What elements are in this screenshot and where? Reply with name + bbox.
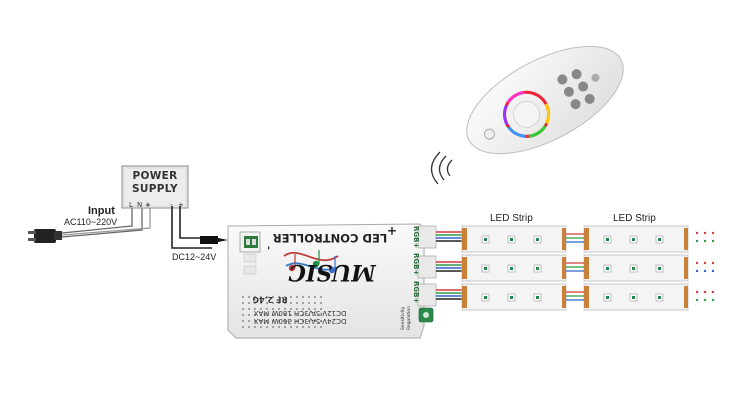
led-chip-core xyxy=(632,238,635,241)
led-chip-core xyxy=(658,267,661,270)
controller-label-group: LED CONTROLLER MUSIC DC12V-5A/3CH 180W M… xyxy=(252,224,397,325)
led-chip-core xyxy=(606,267,609,270)
controller-input-minus: - xyxy=(263,246,273,250)
input-cord xyxy=(61,206,151,238)
terminal-l: L xyxy=(129,201,133,209)
controller-brand: MUSIC xyxy=(288,259,377,285)
led-chip-core xyxy=(510,267,513,270)
controller-spec2: DC24V-5A/3CH 360W MAX xyxy=(253,317,346,325)
led-chip-core xyxy=(632,267,635,270)
music-notes-icon xyxy=(283,250,341,274)
power-supply xyxy=(121,165,189,209)
output-voltage: DC12~24V xyxy=(172,252,217,262)
led-chip-core xyxy=(658,296,661,299)
input-label: Input xyxy=(88,205,115,217)
port-label-1: RGB+ xyxy=(412,226,420,248)
terminal-plus-ground: + xyxy=(145,201,151,209)
power-supply-title-2: SUPPLY xyxy=(132,183,178,195)
led-chip-core xyxy=(536,267,539,270)
led-chip-core xyxy=(606,296,609,299)
terminal-plus: + xyxy=(178,201,184,209)
led-controller xyxy=(227,223,437,339)
strip-connectors xyxy=(566,233,584,301)
controller-title: LED CONTROLLER xyxy=(273,231,388,245)
led-chip-core xyxy=(536,238,539,241)
terminal-minus: - xyxy=(170,201,173,209)
port-label-2: RGB+ xyxy=(412,253,420,275)
sensitivity-label: Sensitivity xyxy=(400,306,406,330)
terminal-n: N xyxy=(137,201,143,209)
led-chip-core xyxy=(510,238,513,241)
led-chip-core xyxy=(606,238,609,241)
led-chips xyxy=(481,235,664,302)
led-chip-core xyxy=(484,238,487,241)
led-strip-right xyxy=(583,225,689,311)
regulation-label: Regulation xyxy=(406,306,412,330)
controller-input-plus: + xyxy=(387,224,397,238)
power-supply-title-1: POWER xyxy=(132,170,178,182)
controller-spec1: DC12V-5A/3CH 180W MAX xyxy=(253,309,346,317)
controller-model: RF 2.4G xyxy=(252,295,287,304)
strip-end-pads xyxy=(462,228,688,308)
led-chip-core xyxy=(632,296,635,299)
remote-icon xyxy=(466,45,624,155)
led-chip-core xyxy=(484,296,487,299)
plug-icon xyxy=(28,229,62,243)
controller-to-strip-wires xyxy=(436,231,462,300)
signal-waves-icon xyxy=(430,151,453,185)
continuation-dots xyxy=(695,231,715,302)
led-chip-core xyxy=(536,296,539,299)
led-strip-label-right: LED Strip xyxy=(613,213,656,224)
led-chip-core xyxy=(510,296,513,299)
led-chip-core xyxy=(484,267,487,270)
port-label-3: RGB+ xyxy=(412,281,420,303)
led-chip-core xyxy=(658,238,661,241)
input-voltage: AC110~220V xyxy=(64,217,118,227)
led-strip-label-left: LED Strip xyxy=(490,213,533,224)
